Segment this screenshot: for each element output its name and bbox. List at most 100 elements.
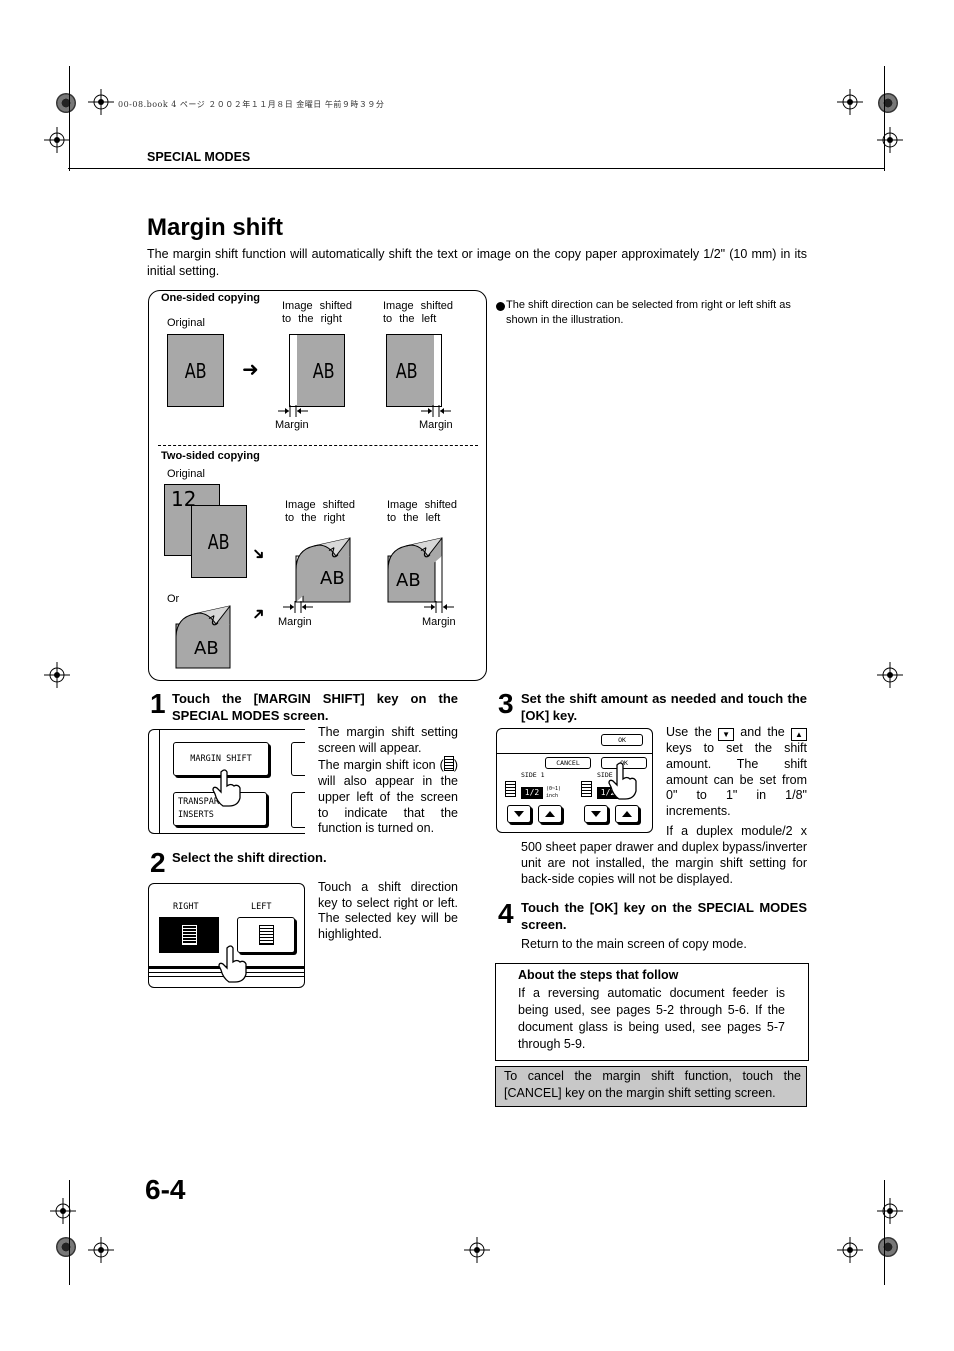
left-label: LEFT [251,902,272,912]
hand-pointer-icon [608,762,637,800]
right-key[interactable] [159,917,219,953]
shifted-right-page: AB [289,334,345,407]
step-title: Set the shift amount as needed and touch… [521,691,807,723]
two-sided-shifted-left: 2 AB [387,537,443,603]
ok-key[interactable]: OK [601,757,647,769]
text-part: Use the [666,725,712,739]
text-part: keys to set the shift amount. The shift … [666,741,807,819]
svg-text:AB: AB [194,638,219,659]
range-label: (0~1) [546,786,562,792]
shifted-left-page: AB [386,334,442,407]
key-label: TRANSPARENCY [178,797,240,807]
page-text: AB [184,358,207,383]
key-label: MARGIN SHIFT [190,754,252,764]
trim-line [884,66,885,171]
cancel-key[interactable]: CANCEL [545,757,591,769]
page-text: AB [396,358,418,383]
trim-line [69,66,70,171]
intro-text: The margin shift function will automatic… [147,247,807,278]
header-rule [68,168,885,169]
step-text-b: The margin shift icon () will also appea… [318,756,458,837]
key-label: OK [620,759,628,767]
screen-stripe [497,753,652,754]
step-number: 3 [498,688,514,719]
shift-amount-screen: OK CANCEL OK SIDE 1 SIDE 2 1/2 (0~1) inc… [496,728,653,833]
two-sided-shifted-right: 2 AB [295,537,351,603]
up-arrow-key-icon [545,811,555,817]
page-icon [258,925,274,945]
or-label: Or [167,593,180,605]
left-key[interactable] [237,917,295,953]
registration-mark-icon [837,1237,863,1263]
step-title: Select the shift direction. [172,850,327,865]
folded-original-page: 2 AB [175,605,231,669]
side2-label: SIDE 2 [597,771,621,779]
registration-mark-icon [44,662,70,688]
color-target-icon [878,93,898,113]
text-part: The margin shift icon ( [318,758,444,773]
ok-top-key[interactable]: OK [601,734,643,746]
margin-label: Margin [419,419,453,431]
section-header: SPECIAL MODES [147,150,251,164]
margin-indicator [278,405,308,417]
trim-line [884,1180,885,1285]
key-label: CANCEL [556,759,580,767]
hand-pointer-icon [212,769,241,807]
down-arrow-key-icon: ▼ [718,728,735,741]
color-target-icon [878,1237,898,1257]
key-label: OK [618,736,626,744]
registration-mark-icon [50,1198,76,1224]
arrow-icon: ➜ [242,359,259,381]
step-title: Touch the [OK] key on the SPECIAL MODES … [521,900,807,932]
page-text: AB [313,358,335,383]
registration-mark-icon [877,127,903,153]
side1-up-key[interactable] [538,805,562,823]
shift-left-label: Image shifted to the left [387,499,458,524]
step-number: 2 [150,847,166,878]
up-arrow-key-icon [622,811,632,817]
about-box: About the steps that follow If a reversi… [495,963,809,1061]
margin-indicator [283,601,313,613]
registration-mark-icon [464,1237,490,1263]
registration-mark-icon [88,89,114,115]
step-text: Use the ▼ and the ▲ keys to set the shif… [666,725,807,820]
step-number: 1 [150,688,166,719]
original-label: Original [167,468,205,480]
print-metadata: 00-08.book 4 ページ ２００２年１１月８日 金曜日 午前９時３９分 [118,100,385,109]
margin-indicator [424,601,454,613]
side1-down-key[interactable] [507,805,531,823]
page-text: AB [208,529,230,554]
dashed-divider [158,445,478,446]
shift-left-label: Image shifted to the left [383,300,454,325]
special-modes-screen: MARGIN SHIFT TRANSPARENCY INSERTS [148,729,305,834]
color-target-icon [56,1237,76,1257]
original-front-page: AB [191,505,247,578]
hand-pointer-icon [218,945,247,983]
key-label: INSERTS [178,810,214,820]
adjacent-key[interactable] [291,792,305,828]
original-label: Original [167,317,205,329]
step-text: Touch a shift direction key to select ri… [318,880,458,942]
about-text: If a reversing automatic document feeder… [518,986,785,1051]
side2-down-key[interactable] [584,805,608,823]
right-label: RIGHT [173,902,199,912]
text-part: and the [740,725,785,739]
shift-right-label: Image shifted to the right [282,300,353,325]
two-sided-label: Two-sided copying [161,450,260,462]
margin-shift-icon [443,756,454,772]
registration-mark-icon [877,662,903,688]
step-text: Return to the main screen of copy mode. [521,937,747,951]
margin-label: Margin [275,419,309,431]
side2-icon [581,781,592,797]
side2-up-key[interactable] [615,805,639,823]
down-arrow-key-icon [591,811,601,817]
margin-shift-key[interactable]: MARGIN SHIFT [173,742,269,776]
screen-bezel [159,730,160,833]
registration-mark-icon [837,89,863,115]
down-arrow-key-icon [514,811,524,817]
step-text-a: The margin shift setting screen will app… [318,725,458,755]
shift-direction-screen: RIGHT LEFT [148,883,305,988]
adjacent-key[interactable] [291,742,305,776]
original-page: AB [167,334,224,407]
registration-mark-icon [44,127,70,153]
